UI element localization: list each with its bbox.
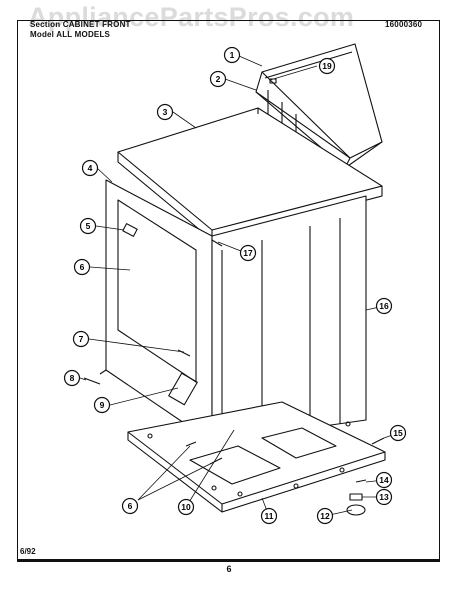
- callout-10: 10: [177, 498, 195, 516]
- diagram-frame: [17, 20, 440, 562]
- callout-label: 8: [70, 373, 75, 383]
- callout-label: 9: [100, 400, 105, 410]
- callout-4: 4: [81, 159, 99, 177]
- callout-3: 3: [156, 103, 174, 121]
- callout-label: 3: [163, 107, 168, 117]
- callout-label: 10: [181, 502, 191, 512]
- callout-19: 19: [318, 57, 336, 75]
- footer-rule: [17, 559, 440, 561]
- callout-5: 5: [79, 217, 97, 235]
- callout-label: 17: [243, 248, 253, 258]
- callout-label: 2: [216, 74, 221, 84]
- callout-label: 15: [393, 428, 403, 438]
- callout-1: 1: [223, 46, 241, 64]
- callout-label: 14: [379, 475, 389, 485]
- watermark: AppliancePartsPros.com: [28, 2, 355, 32]
- callout-2: 2: [209, 70, 227, 88]
- callout-6-bottom: 6: [121, 497, 139, 515]
- callout-8: 8: [63, 369, 81, 387]
- callout-13: 13: [375, 488, 393, 506]
- callout-11: 11: [260, 507, 278, 525]
- callout-6-top: 6: [73, 258, 91, 276]
- callout-label: 7: [79, 334, 84, 344]
- revision-date: 6/92: [20, 547, 36, 556]
- model-line: Model ALL MODELS: [30, 30, 111, 39]
- fasteners: [83, 239, 385, 516]
- callout-label: 4: [88, 163, 93, 173]
- callout-14: 14: [375, 471, 393, 489]
- callout-12: 12: [316, 507, 334, 525]
- callouts: 1 2 3 4 5 6 7 8 9 6 10 11 12 13 14 15 16…: [63, 46, 407, 525]
- document-number: 16000360: [385, 20, 423, 29]
- callout-label: 1: [230, 50, 235, 60]
- callout-label: 12: [320, 511, 330, 521]
- callout-label: 13: [379, 492, 389, 502]
- callout-label: 16: [379, 301, 389, 311]
- front-panel: [99, 179, 213, 443]
- callout-label: 6: [80, 262, 85, 272]
- callout-label: 19: [322, 61, 332, 71]
- section-title: Section CABINET FRONT: [30, 20, 131, 29]
- base: [127, 401, 386, 513]
- callout-17: 17: [239, 244, 257, 262]
- page-number: 6: [226, 564, 232, 574]
- callout-16: 16: [375, 297, 393, 315]
- callout-label: 5: [86, 221, 91, 231]
- callout-15: 15: [389, 424, 407, 442]
- callout-9: 9: [93, 396, 111, 414]
- callout-label: 11: [265, 511, 274, 521]
- callout-7: 7: [72, 330, 90, 348]
- callout-label: 6: [128, 501, 133, 511]
